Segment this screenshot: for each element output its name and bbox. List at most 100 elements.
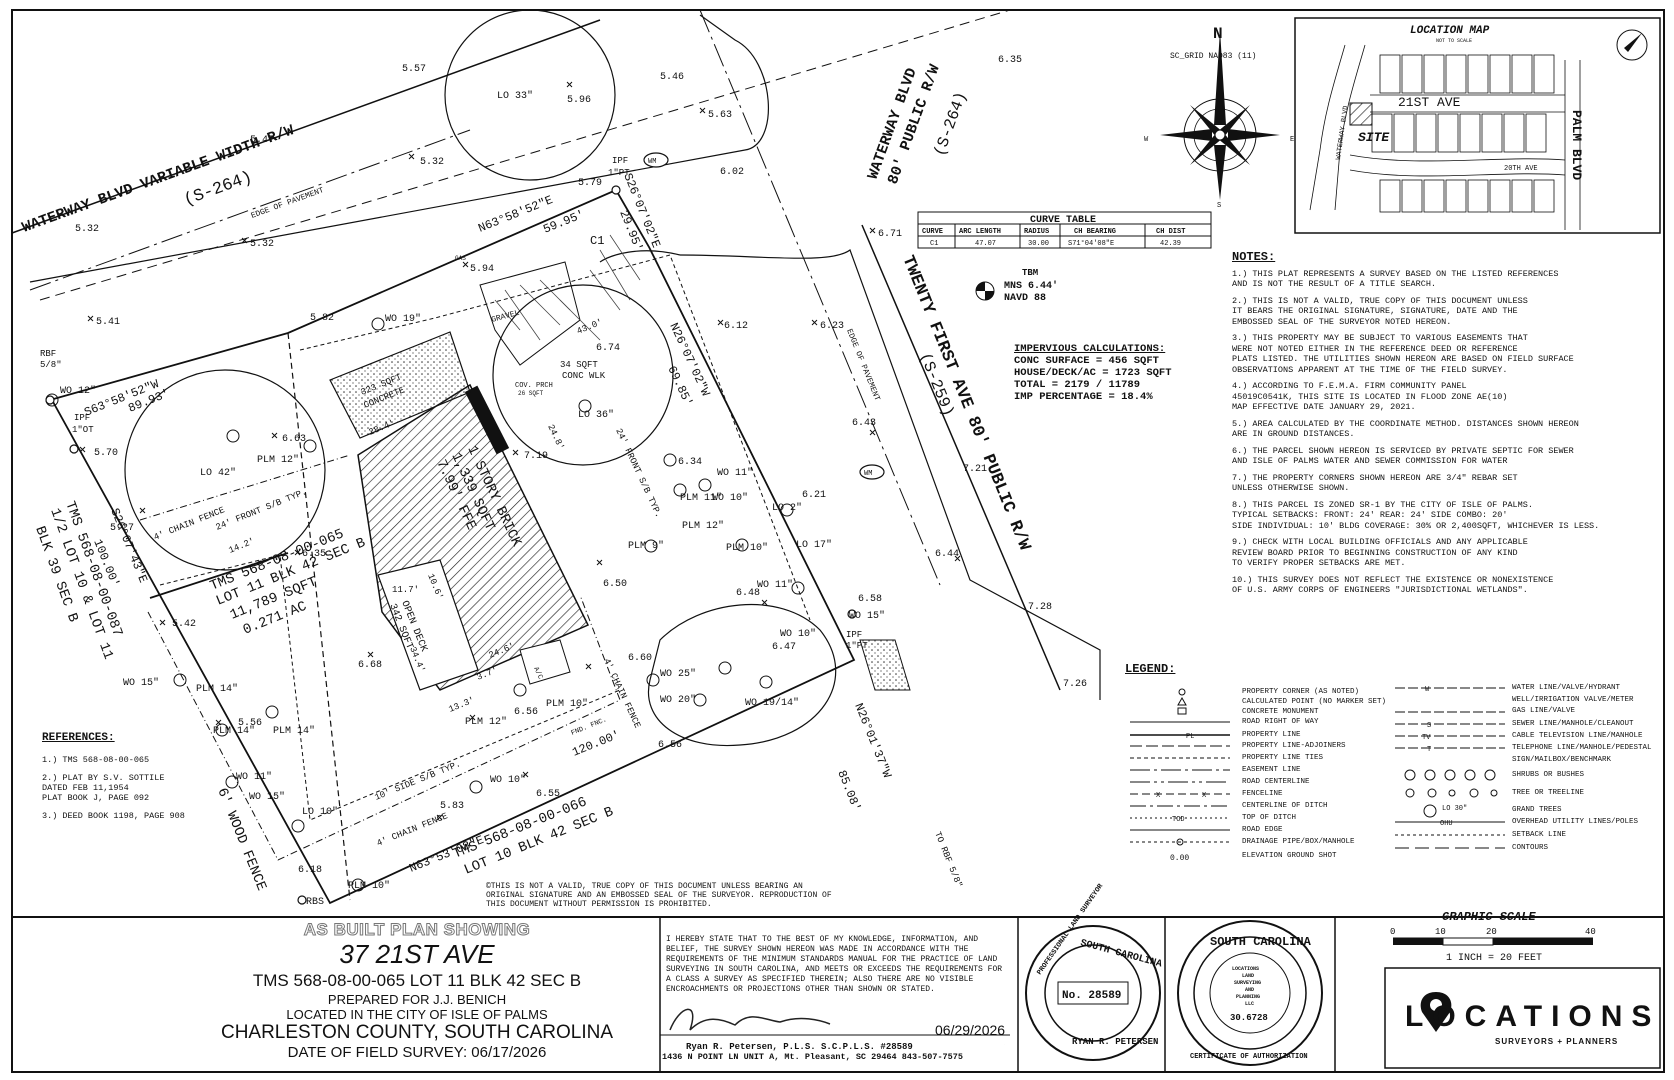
legend-item: ROAD CENTERLINE (1242, 778, 1310, 786)
svg-text:6.23: 6.23 (820, 321, 844, 332)
svg-text:WO 15": WO 15" (123, 677, 159, 689)
svg-text:6.56: 6.56 (658, 740, 682, 751)
svg-text:6.47: 6.47 (772, 642, 796, 653)
ct-h-arc: ARC LENGTH (959, 228, 1001, 236)
plan-type: AS BUILT PLAN SHOWING (303, 920, 531, 940)
legend-sym-ohu: OHU (1440, 820, 1453, 828)
svg-text:5.94: 5.94 (470, 264, 494, 275)
monuments (45, 152, 885, 905)
subject-lot-label: TMS 568-08-00-065 LOT 11 BLK 42 SEC B 11… (208, 526, 368, 638)
map-street-palm: PALM BLVD (1569, 110, 1584, 180)
svg-text:5.42: 5.42 (172, 619, 196, 630)
legend-item: ELEVATION GROUND SHOT (1242, 852, 1337, 860)
references-block: REFERENCES: 1.) TMS 568-08-00-065 2.) PL… (42, 733, 242, 829)
front-setback-label-2: 24' FRONT S/B TYP. (214, 487, 308, 533)
svg-text:6.56: 6.56 (514, 707, 538, 718)
svg-text:S: S (1217, 202, 1221, 210)
svg-text:6.58: 6.58 (858, 594, 882, 605)
benchmark-icon (975, 281, 995, 301)
legend-item: SEWER LINE/MANHOLE/CLEANOUT (1512, 720, 1634, 728)
legend-item: FENCELINE (1242, 790, 1283, 798)
seal2-c0: LOCATIONS (1232, 966, 1259, 972)
water-meter-label-1: WM (648, 158, 656, 166)
ct-r1-radius: 30.00 (1028, 240, 1049, 248)
grid-label: SC_GRID NAD83 (11) (1170, 52, 1256, 61)
svg-text:5.32: 5.32 (420, 157, 444, 168)
svg-text:WO 11": WO 11" (757, 579, 793, 591)
location-map-subtitle: NOT TO SCALE (1436, 38, 1472, 44)
svg-text:5.32: 5.32 (250, 239, 274, 250)
svg-text:6.35: 6.35 (998, 55, 1022, 66)
legend-sym-tv: TV (1422, 734, 1431, 742)
location-map (1294, 17, 1661, 234)
map-site-label: SITE (1358, 130, 1390, 145)
copyright-notice: ©THIS IS NOT A VALID, TRUE COPY OF THIS … (486, 882, 832, 909)
svg-text:6.43: 6.43 (852, 418, 876, 429)
location-pin-icon (1420, 992, 1452, 1032)
surveyor-name: Ryan R. Petersen, P.L.S. S.C.P.L.S. #285… (686, 1042, 913, 1052)
legend-sym-elev: 0.00 (1170, 854, 1189, 863)
svg-text:PLM 10": PLM 10" (348, 880, 390, 892)
legend-item: SHRUBS OR BUSHES (1512, 771, 1585, 779)
svg-text:6.34: 6.34 (678, 457, 702, 468)
scale-tick-20: 20 (1486, 927, 1497, 937)
legend-item: GAS LINE/VALVE (1512, 707, 1576, 715)
svg-text:LO 10": LO 10" (302, 806, 338, 818)
svg-text:5.27: 5.27 (110, 523, 134, 534)
svg-text:W: W (1144, 136, 1149, 144)
svg-text:WO 10": WO 10" (712, 492, 748, 504)
surveyor-address: 1436 N POINT LN UNIT A, Mt. Pleasant, SC… (662, 1052, 963, 1062)
legend-item: ROAD RIGHT OF WAY (1242, 718, 1319, 726)
impervious-line: HOUSE/DECK/AC = 1723 SQFT (1014, 367, 1172, 379)
legend-item: EASEMENT LINE (1242, 766, 1301, 774)
impervious-line: TOTAL = 2179 / 11789 (1014, 379, 1141, 391)
svg-text:6.18: 6.18 (298, 865, 322, 876)
svg-text:WO 19/14": WO 19/14" (745, 697, 799, 709)
svg-text:6.48: 6.48 (736, 588, 760, 599)
legend-sym-x2: X (1202, 792, 1207, 800)
seal2-c5: LLC (1245, 1001, 1254, 1007)
svg-text:5.83: 5.83 (440, 801, 464, 812)
svg-text:6.12: 6.12 (724, 321, 748, 332)
cov-porch-area: 26 SQFT (518, 390, 544, 397)
legend-item: TREE OR TREELINE (1512, 789, 1585, 797)
legend-item: PROPERTY LINE TIES (1242, 754, 1324, 762)
seal2-c1: LAND (1242, 973, 1254, 979)
certification-date: 06/29/2026 (935, 1022, 1006, 1038)
legend-sym-t: T (1427, 746, 1431, 754)
ct-h-radius: RADIUS (1024, 228, 1049, 236)
note-item: 9.) CHECK WITH LOCAL BUILDING OFFICIALS … (1232, 537, 1528, 568)
chain-fence-label-2: 4' CHAIN FENCE (375, 811, 449, 849)
note-item: 1.) THIS PLAT REPRESENTS A SURVEY BASED … (1232, 268, 1559, 290)
tree-labels: LO 33" LO 42" PLM 12" WO 12" WO 19" LO 3… (60, 90, 885, 892)
parcel-boundary (49, 188, 856, 905)
svg-text:PLM 14": PLM 14" (273, 725, 315, 737)
svg-text:5.47: 5.47 (250, 135, 274, 146)
reference-item: 2.) PLAT BY S.V. SOTTILE DATED FEB 11,19… (42, 773, 165, 803)
note-item: 2.) THIS IS NOT A VALID, TRUE COPY OF TH… (1232, 295, 1528, 327)
seal1-name: RYAN R. PETERSEN (1072, 1037, 1158, 1047)
sheet-border (11, 9, 1665, 1073)
bearing-5: N26°01'37"W (851, 701, 894, 780)
legend-item: ROAD EDGE (1242, 826, 1283, 834)
tbm-label: TBM (1022, 268, 1038, 278)
surveyor-seal (1025, 925, 1161, 1061)
elevation-labels: 5.57 5.96 5.46 5.63 6.35 5.32 5.47 6.02 … (75, 55, 1087, 876)
north-label: N (1213, 25, 1223, 43)
north-arrow-icon (1160, 30, 1280, 200)
location-city: LOCATED IN THE CITY OF ISLE OF PALMS (286, 1007, 548, 1022)
elevation-shots (79, 81, 961, 821)
rbf-label: RBF (40, 349, 56, 359)
seal2-c4: PLANNING (1236, 994, 1260, 1000)
svg-text:5.41: 5.41 (96, 317, 120, 328)
company-seal (1177, 920, 1323, 1066)
svg-text:5.96: 5.96 (567, 95, 591, 106)
seal2-c2: SURVEYING (1234, 980, 1261, 986)
map-street-20th: 20TH AVE (1504, 165, 1538, 173)
tree-canopies (124, 9, 837, 747)
svg-text:6.63: 6.63 (282, 434, 306, 445)
graphic-scale-note: 1 INCH = 20 FEET (1446, 953, 1543, 964)
legend-sym-lo30: LO 30" (1442, 805, 1467, 813)
company-logo: LOCATIONS (1405, 1000, 1661, 1033)
